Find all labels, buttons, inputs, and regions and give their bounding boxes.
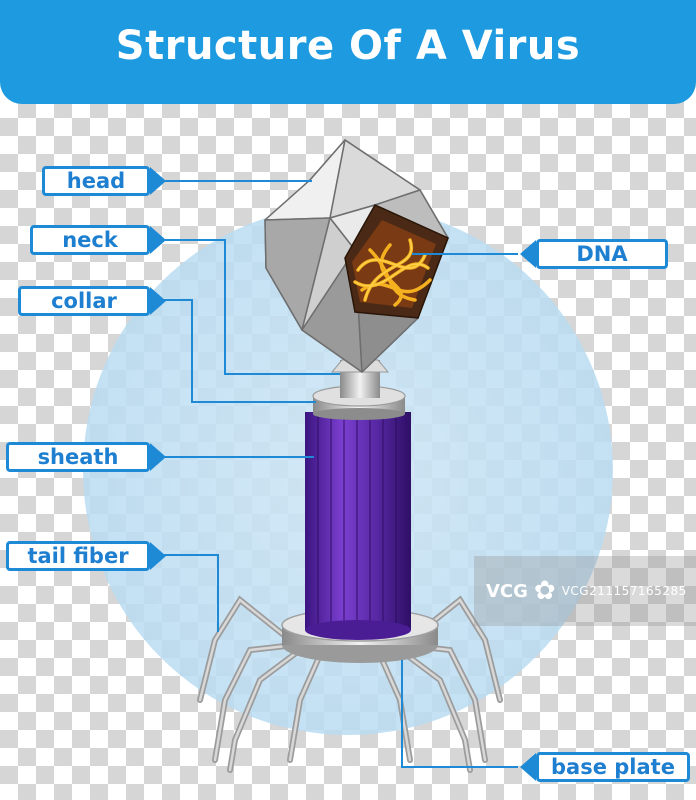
watermark-id: VCG211157165285 [561, 584, 687, 598]
label-neck: neck [30, 225, 150, 255]
label-base-plate-text: base plate [551, 755, 675, 779]
diagram-title: Structure Of A Virus [115, 23, 581, 69]
dna-cutaway [344, 204, 449, 319]
label-collar: collar [18, 286, 150, 316]
leader-neck [150, 239, 340, 375]
label-neck-text: neck [62, 228, 118, 252]
leader-base-plate [401, 660, 518, 768]
label-tail-fiber-text: tail fiber [27, 544, 129, 568]
leader-collar [150, 299, 316, 403]
watermark: VCG ✿ VCG211157165285 [474, 556, 696, 626]
watermark-logo-text: VCG [486, 580, 528, 602]
label-sheath: sheath [6, 442, 150, 472]
pinwheel-icon: ✿ [533, 576, 556, 606]
title-banner: Structure Of A Virus [0, 0, 696, 104]
sheath-shape [305, 412, 411, 640]
label-head-text: head [66, 169, 126, 193]
label-sheath-text: sheath [37, 445, 119, 469]
label-head: head [42, 166, 150, 196]
leader-tail-fiber [150, 554, 219, 632]
label-tail-fiber: tail fiber [6, 541, 150, 571]
label-base-plate: base plate [536, 752, 690, 782]
label-collar-text: collar [51, 289, 117, 313]
label-dna-text: DNA [576, 242, 628, 266]
label-dna: DNA [536, 239, 668, 269]
leader-lines [150, 180, 518, 768]
